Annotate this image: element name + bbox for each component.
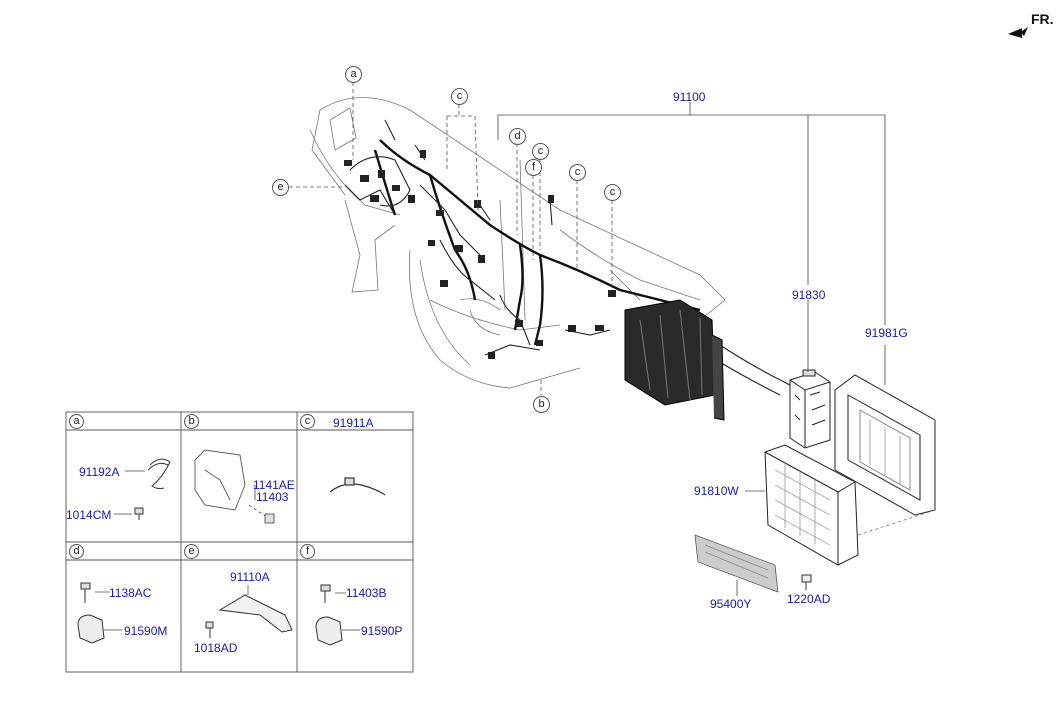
callout-f[interactable]: f <box>525 159 542 176</box>
callout-c-3[interactable]: c <box>569 164 586 181</box>
dashboard-outline <box>309 97 726 389</box>
table-a-part-91192A[interactable]: 91192A <box>79 465 120 479</box>
module-95400Y <box>694 534 779 593</box>
part-91100-label[interactable]: 91100 <box>673 90 706 104</box>
table-d-part-1138AC[interactable]: 1138AC <box>109 586 152 600</box>
table-d-part-91590M[interactable]: 91590M <box>124 624 168 638</box>
main-harness <box>373 139 701 346</box>
table-c-part-91911A[interactable]: 91911A <box>333 416 374 430</box>
callout-a[interactable]: a <box>345 66 362 83</box>
table-header-f: f <box>300 544 315 559</box>
parts-table-grid <box>65 411 414 673</box>
part-91830-label[interactable]: 91830 <box>792 288 826 302</box>
main-leader-lines <box>497 102 886 325</box>
cell-c-parts <box>329 477 386 496</box>
callout-leaders <box>289 82 613 395</box>
part-95400Y-label[interactable]: 95400Y <box>710 597 752 611</box>
callout-c-4[interactable]: c <box>604 184 621 201</box>
table-a-part-1014CM[interactable]: 1014CM <box>66 508 112 522</box>
table-e-part-91110A[interactable]: 91110A <box>230 570 270 584</box>
callout-e[interactable]: e <box>272 179 289 196</box>
table-header-e: e <box>184 544 199 559</box>
callout-c-1[interactable]: c <box>451 88 468 105</box>
table-f-part-11403B[interactable]: 11403B <box>346 586 387 600</box>
table-b-part-11403[interactable]: 11403 <box>256 490 289 504</box>
table-header-b: b <box>184 414 199 429</box>
bolt-1220AD <box>801 574 812 590</box>
table-header-a: a <box>69 414 84 429</box>
junction-box-91810W <box>764 444 859 566</box>
callout-c-2[interactable]: c <box>532 143 549 160</box>
cell-b-parts <box>194 449 275 524</box>
table-header-d: d <box>69 544 84 559</box>
harness-junction-block <box>624 299 725 421</box>
harness-branches <box>344 119 791 396</box>
callout-d[interactable]: d <box>509 128 526 145</box>
callout-b[interactable]: b <box>533 396 550 413</box>
cell-d-parts <box>77 582 122 644</box>
table-b-part-1141AE[interactable]: 1141AE <box>253 478 295 492</box>
part-1220AD-label[interactable]: 1220AD <box>787 592 831 606</box>
table-e-part-1018AD[interactable]: 1018AD <box>194 641 238 655</box>
connectors <box>344 150 616 359</box>
front-label: FR. <box>1031 11 1054 27</box>
front-direction-arrow-icon <box>1008 27 1028 38</box>
relay-box-91830 <box>789 369 831 449</box>
cell-e-parts <box>205 585 293 638</box>
cell-a-parts <box>114 458 171 520</box>
cell-f-parts <box>315 584 360 646</box>
part-91981G-label[interactable]: 91981G <box>865 326 908 340</box>
table-header-c: c <box>300 414 315 429</box>
part-91810W-label[interactable]: 91810W <box>694 484 739 498</box>
table-f-part-91590P[interactable]: 91590P <box>361 624 403 638</box>
